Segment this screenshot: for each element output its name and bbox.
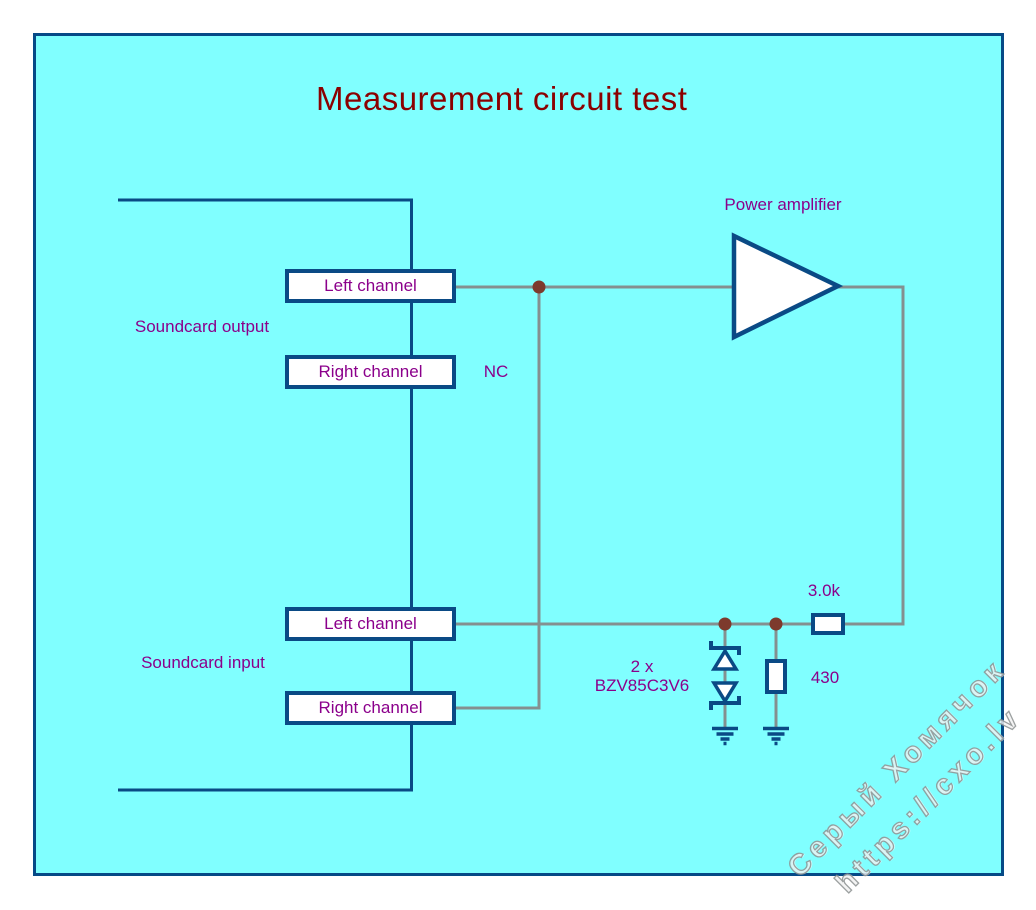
junction-dots — [532, 280, 783, 631]
output-right-channel-box: Right channel — [285, 355, 456, 389]
soundcard-output-label: Soundcard output — [134, 317, 270, 336]
diagram-title: Measurement circuit test — [316, 80, 688, 117]
output-left-channel-box: Left channel — [285, 269, 456, 303]
series-resistor-symbol — [811, 613, 845, 635]
wires — [456, 285, 905, 729]
zener-label: 2 x BZV85C3V6 — [595, 657, 690, 695]
junction-dot — [718, 617, 732, 631]
schematic-panel — [33, 33, 1004, 876]
junction-dot — [769, 617, 783, 631]
ground-icon — [712, 726, 738, 746]
ground-icon — [763, 726, 789, 746]
input-left-channel-box: Left channel — [285, 607, 456, 641]
junction-dot — [532, 280, 546, 294]
zener-diode-pair-icon — [709, 641, 741, 710]
shunt-resistor-symbol — [765, 659, 787, 694]
nc-label: NC — [483, 362, 509, 381]
zener-top-triangle — [710, 647, 740, 671]
power-amplifier-label: Power amplifier — [724, 195, 842, 214]
zener-label-line2: BZV85C3V6 — [594, 676, 690, 695]
series-resistor-value-label: 3.0k — [807, 581, 841, 600]
shunt-resistor-value-label: 430 — [810, 668, 840, 687]
zener-label-line1: 2 x — [630, 657, 654, 676]
zener-bottom-triangle — [710, 681, 740, 705]
soundcard-input-label: Soundcard input — [141, 653, 265, 672]
input-right-channel-box: Right channel — [285, 691, 456, 725]
power-amplifier-symbol — [731, 232, 844, 341]
zener-bottom-cathode-bar — [709, 696, 741, 710]
